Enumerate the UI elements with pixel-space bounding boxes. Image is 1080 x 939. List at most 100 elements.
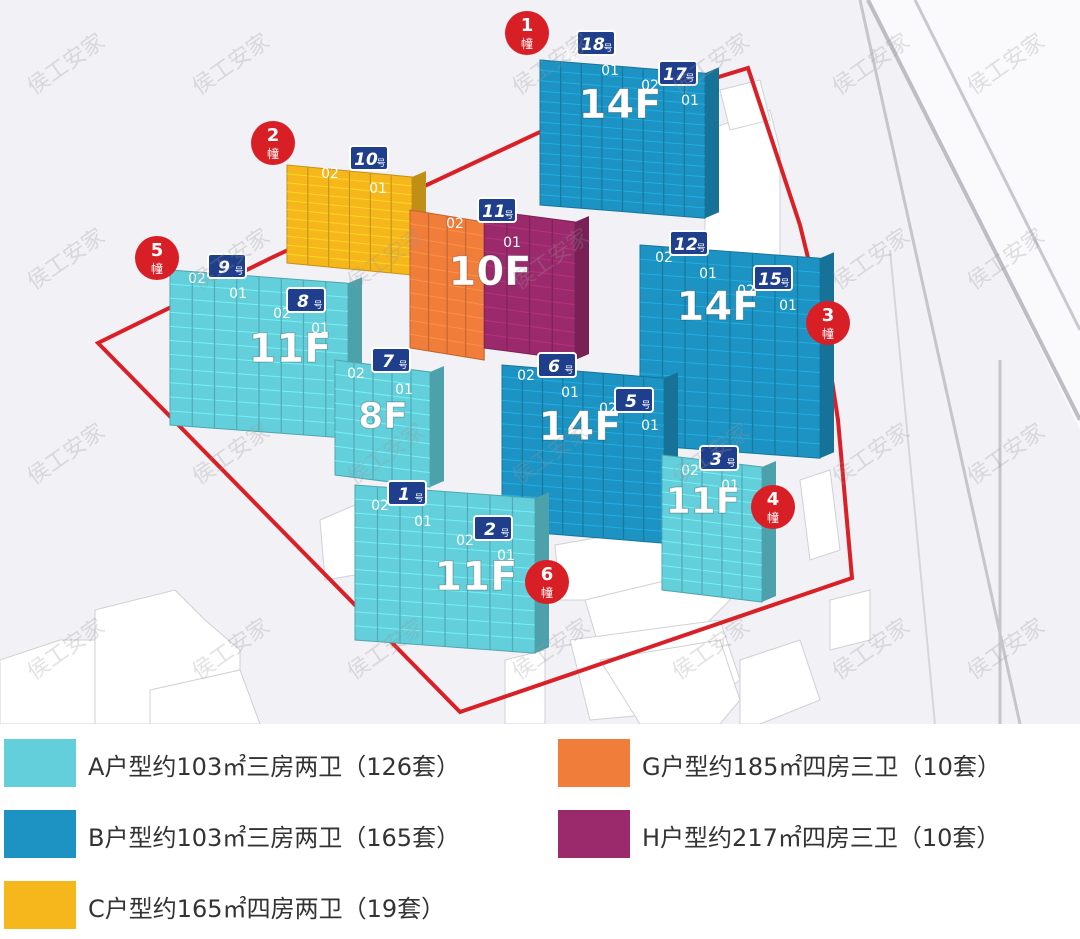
badge-bg	[371, 347, 411, 373]
badge-number: 1	[398, 485, 410, 505]
building-marker-2: 2幢	[251, 121, 295, 165]
badge-bg	[207, 253, 247, 279]
marker-unit: 幢	[151, 261, 163, 276]
floor-count-label: 14F	[539, 404, 622, 450]
marker-unit: 幢	[822, 326, 834, 341]
floor-line	[334, 373, 431, 387]
floor-count-label: 14F	[579, 82, 662, 128]
legend-label-a: A户型约103㎡三房两卫（126套）	[88, 753, 461, 781]
badge-number: 11	[482, 202, 506, 222]
marker-number: 3	[822, 305, 835, 326]
badge-suffix: 号	[685, 73, 694, 84]
unit-label: 02	[371, 498, 389, 514]
marker-unit: 幢	[267, 146, 279, 161]
unit-label: 01	[229, 286, 247, 302]
floor-count-label: 14F	[677, 284, 760, 330]
floor-line	[661, 503, 763, 517]
site-map: 14F0201020118号17号020110号10F020111号11F020…	[0, 0, 1080, 724]
unit-label: 01	[311, 321, 329, 337]
badge-suffix: 号	[726, 458, 735, 469]
badge-bg	[349, 145, 389, 171]
legend-item-g: G户型约185㎡四房三卫（10套）	[558, 739, 1058, 787]
unit-label: 01	[497, 548, 515, 564]
building-number-badge: 18号	[576, 30, 616, 56]
badge-bg	[537, 352, 577, 378]
unit-label: 02	[599, 401, 617, 417]
floor-line	[661, 528, 763, 542]
badge-suffix: 号	[564, 365, 573, 376]
legend-label-g: G户型约185㎡四房三卫（10套）	[642, 753, 1001, 781]
badge-suffix: 号	[313, 300, 322, 311]
legend-item-c: C户型约165㎡四房两卫（19套）	[4, 881, 504, 929]
unit-label: 02	[737, 283, 755, 299]
unit-label: 01	[779, 298, 797, 314]
unit-label: 01	[681, 93, 699, 109]
unit-label: 02	[561, 48, 579, 64]
legend-label-c: C户型约165㎡四房两卫（19套）	[88, 895, 446, 923]
badge-suffix: 号	[641, 400, 650, 411]
road-edge	[889, 249, 936, 724]
marker-circle	[251, 121, 295, 165]
badge-number: 2	[484, 520, 496, 540]
marker-unit: 幢	[541, 585, 553, 600]
unit-label: 01	[721, 478, 739, 494]
marker-circle	[751, 485, 795, 529]
marker-unit: 幢	[767, 510, 779, 525]
badge-number: 18	[581, 35, 605, 55]
marker-number: 1	[521, 15, 534, 36]
badge-number: 12	[674, 235, 698, 255]
badge-suffix: 号	[376, 158, 385, 169]
unit-label: 01	[601, 63, 619, 79]
unit-label: 01	[369, 181, 387, 197]
floor-line	[661, 515, 763, 529]
badge-bg	[669, 230, 709, 256]
floor-line	[661, 552, 763, 566]
building-number-badge: 15号	[753, 265, 793, 291]
badge-suffix: 号	[234, 266, 243, 277]
floor-line	[334, 445, 431, 459]
floor-count-label: 11F	[666, 481, 741, 522]
badge-number: 6	[548, 357, 560, 377]
marker-circle	[505, 11, 549, 55]
unit-label: 02	[456, 533, 474, 549]
marker-number: 4	[767, 489, 780, 510]
floor-count-label: 10F	[449, 249, 532, 295]
floor-line	[334, 388, 431, 402]
floor-line	[661, 466, 763, 480]
block-side	[705, 67, 719, 219]
building-number-badge: 17号	[658, 60, 698, 86]
block-side	[820, 252, 834, 459]
legend-label-h: H户型约217㎡四房三卫（10套）	[642, 824, 1001, 852]
building-marker-3: 3幢	[806, 301, 850, 345]
floor-line	[661, 479, 763, 493]
unit-label: 02	[347, 366, 365, 382]
badge-number: 8	[297, 292, 309, 312]
unit-label: 01	[414, 514, 432, 530]
road-edge	[866, 0, 1080, 421]
marker-number: 2	[267, 125, 280, 146]
badge-bg	[477, 197, 517, 223]
badge-bg	[699, 445, 739, 471]
floor-count-label: 8F	[358, 396, 408, 437]
marker-unit: 幢	[521, 36, 533, 51]
block-side	[762, 461, 776, 602]
building-number-badge: 11号	[477, 197, 517, 223]
unit-label: 02	[641, 78, 659, 94]
badge-suffix: 号	[414, 493, 423, 504]
floor-line	[661, 564, 763, 578]
marker-circle	[525, 560, 569, 604]
building-marker-5: 5幢	[135, 236, 179, 280]
badge-bg	[387, 480, 427, 506]
badge-number: 15	[758, 270, 782, 290]
road-edge	[913, 0, 1080, 331]
badge-suffix: 号	[500, 528, 509, 539]
